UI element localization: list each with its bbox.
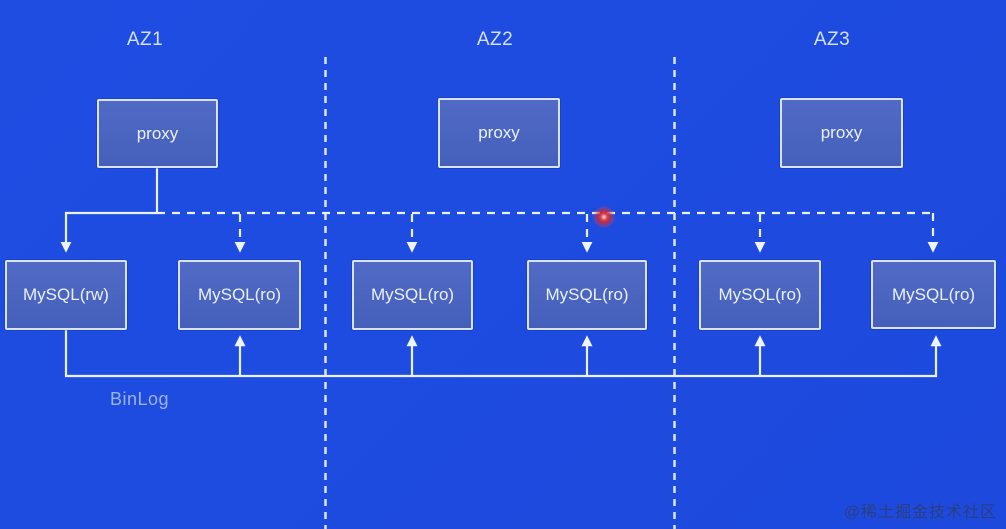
mysql-ro-node-az2-1: MySQL(ro) [352,260,473,330]
proxy-node-az2: proxy [438,98,560,168]
mysql-ro-node-az1: MySQL(ro) [178,260,301,330]
mysql-ro-node-az3-2: MySQL(ro) [871,260,996,329]
mysql-ro-node-az2-2: MySQL(ro) [527,260,647,330]
zone-label-az3: AZ3 [813,29,851,50]
read-routing-dashed-bus [157,211,939,253]
proxy-to-mysql-rw-connector [60,168,159,253]
binlog-label: BinLog [110,389,170,409]
mysql-ro-node-az3-1: MySQL(ro) [699,260,821,330]
zone-divider-lines [324,57,676,529]
watermark-text: @稀土掘金技术社区 [843,504,997,521]
binlog-replication-bus [64,330,942,378]
mysql-rw-node-az1: MySQL(rw) [5,260,127,330]
zone-label-az1: AZ1 [126,29,164,50]
zone-label-az2: AZ2 [476,29,514,50]
proxy-node-az3: proxy [780,98,903,168]
proxy-node-az1: proxy [97,99,218,168]
laser-pointer-dot [593,206,615,228]
